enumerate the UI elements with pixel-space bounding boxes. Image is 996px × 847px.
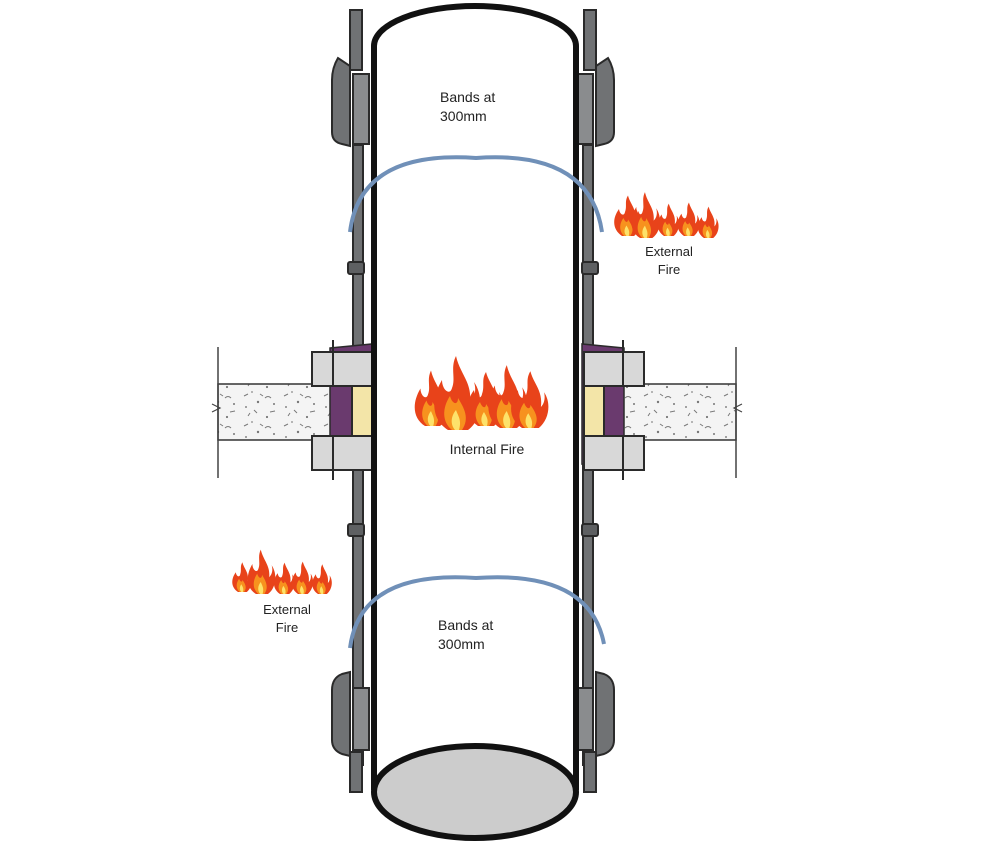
internal-fire-text: Internal Fire xyxy=(449,441,525,457)
external-fire-right-line-2: Fire xyxy=(657,262,681,277)
band-bottom xyxy=(348,575,606,649)
bands-label-top-line-1: Bands at xyxy=(440,89,496,105)
external-fire-left-line-2: Fire xyxy=(275,620,299,635)
bands-label-bottom: Bands at 300mm xyxy=(438,616,518,654)
internal-fire-label: Internal Fire xyxy=(432,440,542,459)
bands-label-top-line-2: 300mm xyxy=(440,108,487,124)
bands-label-top: Bands at 300mm xyxy=(440,88,520,126)
external-fire-label-right: External Fire xyxy=(636,243,702,279)
bands-label-bottom-line-2: 300mm xyxy=(438,636,485,652)
pipe xyxy=(371,3,579,841)
external-fire-right-flames xyxy=(614,192,719,238)
band-top xyxy=(348,155,604,233)
sleeve-left xyxy=(331,9,370,793)
bands-label-bottom-line-1: Bands at xyxy=(438,617,494,633)
pipe-end xyxy=(371,743,579,841)
external-fire-left-flames xyxy=(232,549,332,594)
external-fire-right-line-1: External xyxy=(645,244,693,259)
external-fire-left-line-1: External xyxy=(263,602,311,617)
external-fire-label-left: External Fire xyxy=(254,601,320,637)
fire-collar-right xyxy=(581,340,645,480)
